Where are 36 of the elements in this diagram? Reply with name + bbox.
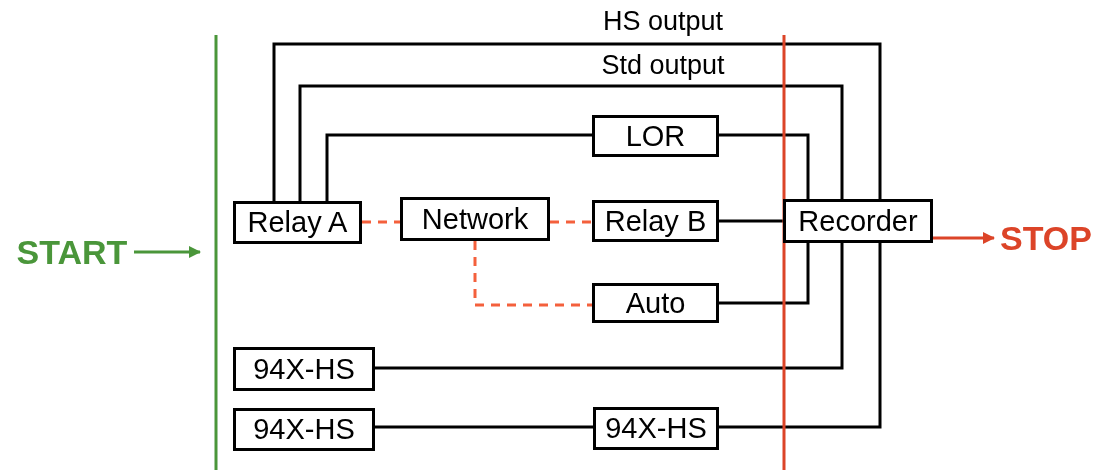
box-label: 94X-HS — [253, 352, 355, 386]
box-label: Network — [421, 202, 529, 236]
connector-line — [719, 219, 783, 223]
box-label: LOR — [625, 119, 686, 153]
box-label: Auto — [625, 286, 686, 320]
connector-line — [473, 241, 592, 307]
connector-line — [272, 42, 882, 201]
box-label: 94X-HS — [605, 412, 707, 445]
process-box — [783, 199, 933, 243]
process-box — [592, 283, 719, 323]
process-box — [593, 407, 719, 450]
box-label: Relay B — [604, 204, 707, 238]
connector-line — [298, 84, 844, 201]
connector-line — [375, 425, 593, 429]
box-label: Recorder — [798, 204, 918, 238]
edge-label: HS output — [602, 8, 724, 35]
connector-line — [719, 243, 882, 429]
terminal-label: START — [16, 232, 128, 272]
arrow — [933, 232, 995, 244]
process-box — [592, 200, 719, 242]
edge-label: Std output — [601, 52, 725, 79]
box-label: Relay A — [247, 206, 348, 239]
connector-line — [375, 243, 844, 370]
process-box — [400, 197, 550, 241]
process-box — [592, 115, 719, 157]
connector-line — [719, 133, 810, 199]
box-label: 94X-HS — [253, 413, 355, 446]
connector-line — [325, 133, 592, 201]
terminal-label: STOP — [1000, 218, 1092, 258]
connector-line — [550, 220, 592, 224]
process-box — [233, 201, 362, 244]
process-box — [233, 408, 375, 451]
process-box — [233, 347, 375, 391]
arrow — [134, 246, 201, 258]
connector-line — [719, 243, 810, 305]
connector-line — [362, 220, 400, 224]
